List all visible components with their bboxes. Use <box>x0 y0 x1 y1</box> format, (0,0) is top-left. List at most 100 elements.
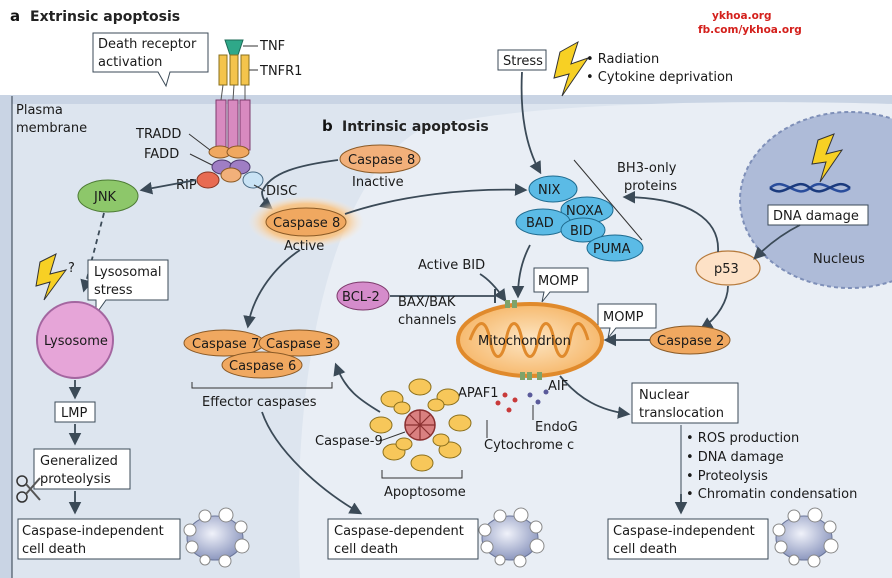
lightning-icon-dna <box>811 133 844 183</box>
cytokine-label: • Cytokine deprivation <box>586 70 733 85</box>
aif-label: AIF <box>548 379 568 394</box>
bh3-bracket <box>573 159 643 241</box>
rip-to-jnk-arrow <box>139 179 197 195</box>
momp-callout-1 <box>533 267 589 303</box>
nix-label: NIX <box>538 183 561 198</box>
active-bid-label: Active BID <box>418 258 485 273</box>
proteolysis-line2: proteolysis <box>40 472 111 487</box>
jnk-to-lysosome-arrow <box>80 212 105 293</box>
plasma-membrane-line2: membrane <box>16 121 87 136</box>
lmp-box <box>54 401 96 423</box>
death-receptor-callout <box>92 32 209 88</box>
chromatin-label: • Chromatin condensation <box>686 487 857 502</box>
stress-to-bh3-arrow <box>520 71 542 175</box>
effector-label: Effector caspases <box>202 395 317 410</box>
bh3-line1: BH3-only <box>617 161 677 176</box>
inactive-label: Inactive <box>352 175 404 190</box>
panel-a-title: Extrinsic apoptosis <box>30 9 180 25</box>
casp8-to-effector-arrow <box>243 249 301 329</box>
nuclear-translocation-box <box>631 382 739 424</box>
bad-label: BAD <box>526 216 554 231</box>
lightning-icon-stress <box>553 40 590 97</box>
cid-right-box <box>607 518 769 560</box>
dying-cell-icon-left <box>183 507 250 568</box>
mitochondrion-label: Mitochondrion <box>478 334 571 349</box>
dying-cell-icon-right <box>772 507 839 568</box>
jnk-label: JNK <box>93 190 117 205</box>
caspase8-active-label: Caspase 8 <box>273 216 340 231</box>
stress-box <box>497 49 547 71</box>
cid-right-line2: cell death <box>613 542 677 557</box>
dna-damage-box <box>767 204 869 226</box>
panel-b-title: Intrinsic apoptosis <box>342 119 489 135</box>
apoptosome <box>369 378 472 472</box>
caspase2-label: Caspase 2 <box>657 334 724 349</box>
caspase7-label: Caspase 7 <box>192 337 259 352</box>
tnfr1-label: TNFR1 <box>259 64 302 79</box>
cid-left-line2: cell death <box>22 542 86 557</box>
bid-node <box>560 217 606 243</box>
watermark-line1: ykhoa.org <box>712 10 772 22</box>
lysosome <box>36 301 114 379</box>
effector-bracket <box>191 382 333 389</box>
puma-label: PUMA <box>593 242 631 257</box>
puma-node <box>586 234 644 262</box>
p53-to-bh3-arrow <box>622 190 719 253</box>
cid-left-box <box>17 518 181 560</box>
ros-label: • ROS production <box>686 431 799 446</box>
momp2-label: MOMP <box>603 310 644 325</box>
lysosomal-stress-callout <box>87 259 169 316</box>
cdd-box <box>327 518 479 560</box>
apoptosome-label: Apoptosome <box>384 485 466 500</box>
cid-right-line1: Caspase-independent <box>613 524 755 539</box>
watermark-line2: fb.com/ykhoa.org <box>698 24 802 36</box>
death-receptor-line1: Death receptor <box>98 37 197 52</box>
caspase3-node <box>258 329 340 357</box>
lightning-icon-lysosome <box>35 253 68 301</box>
momp1-label: MOMP <box>538 274 579 289</box>
caspase9-label: Caspase-9 <box>315 434 383 449</box>
casp8-to-bid-arrow <box>344 183 528 215</box>
fadd-pointer <box>189 153 213 166</box>
death-receptor-line2: activation <box>98 55 162 70</box>
nucleus-label: Nucleus <box>813 252 865 267</box>
lysosome-label: Lysosome <box>44 334 108 349</box>
cdd-line2: cell death <box>334 542 398 557</box>
fadd-label: FADD <box>144 147 179 162</box>
cid-left-line1: Caspase-independent <box>22 524 164 539</box>
baxbak-line1: BAX/BAK <box>398 295 456 310</box>
bid-label: BID <box>570 224 593 239</box>
lmp-label: LMP <box>61 406 87 421</box>
baxbak-line2: channels <box>398 313 456 328</box>
dying-cell-icon-middle <box>478 507 545 568</box>
bax-bak-channels <box>505 300 542 380</box>
cristae <box>468 322 590 358</box>
panel-a-letter: a <box>10 7 20 25</box>
apoptosome-to-effector-arrow <box>333 362 381 413</box>
stress-label: Stress <box>503 54 543 69</box>
bh3-to-mito-arrow <box>511 244 531 299</box>
caspase6-node <box>221 351 303 379</box>
disc-label: DISC <box>266 184 297 199</box>
effector-to-death-arrow <box>261 411 363 515</box>
nuclear-line1: Nuclear <box>639 388 690 403</box>
bh3-line2: proteins <box>624 179 677 194</box>
lysosomal-stress-line1: Lysosomal <box>94 265 161 280</box>
p53-label: p53 <box>714 262 739 277</box>
proteolysis-item-label: • Proteolysis <box>686 469 768 484</box>
nuclear-line2: translocation <box>639 406 724 421</box>
nix-node <box>528 175 578 203</box>
dnad-label: • DNA damage <box>686 450 784 465</box>
dna-damage-label: DNA damage <box>773 209 859 224</box>
rip-label: RIP <box>176 178 197 193</box>
panel-b-letter: b <box>322 117 333 135</box>
p53-node <box>695 250 761 286</box>
radiation-label: • Radiation <box>586 52 659 67</box>
apaf1-label: APAF1 <box>458 386 499 401</box>
tnf-label: TNF <box>259 39 285 54</box>
tnf-receptor <box>196 39 264 189</box>
apoptosome-bracket <box>381 470 463 479</box>
caspase9-pointer <box>379 431 406 442</box>
proteolysis-line1: Generalized <box>40 454 118 469</box>
